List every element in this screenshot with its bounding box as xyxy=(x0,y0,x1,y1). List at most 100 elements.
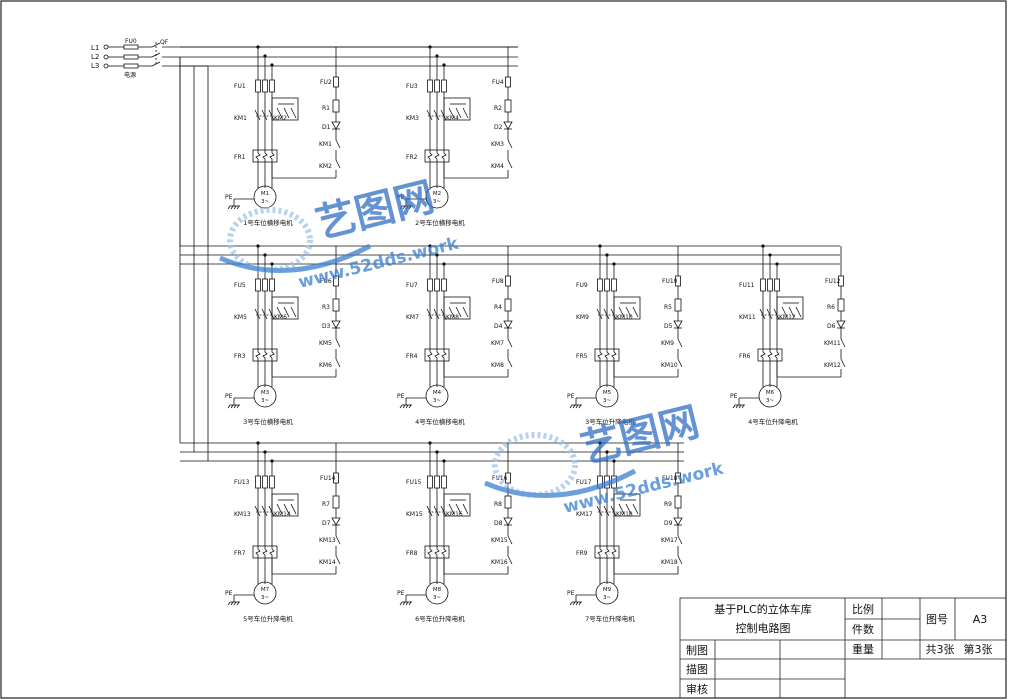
motor-label: M4 xyxy=(433,390,442,396)
diode-label: D1 xyxy=(322,124,331,131)
motor-caption: 7号车位升降电机 xyxy=(585,614,635,623)
contactor-a-label: KM1 xyxy=(234,115,247,122)
pe-label: PE xyxy=(397,590,405,597)
fuse-main-label: FU1 xyxy=(234,83,246,90)
ctrl-contact-b-label: KM2 xyxy=(319,163,332,170)
scale-label: 比例 xyxy=(852,602,874,616)
fuse-ctrl-label: FU10 xyxy=(662,278,678,285)
watermark: 艺图网 www.52dds.work 艺图网 www.52dds.work xyxy=(219,174,726,518)
motor-phase-label: 3~ xyxy=(433,398,441,404)
line-label-l1: L1 xyxy=(91,44,99,52)
ctrl-contact-a-label: KM11 xyxy=(824,340,841,347)
motor-phase-label: 3~ xyxy=(261,398,269,404)
motor-symbol xyxy=(595,384,619,408)
diode-label: D8 xyxy=(494,520,503,527)
fuse-main-label: FU5 xyxy=(234,282,246,289)
fuse-ctrl-label: FU6 xyxy=(320,278,332,285)
watermark-brand: 艺图网 xyxy=(311,174,439,248)
ctrl-contact-a-label: KM5 xyxy=(319,340,332,347)
fuse-ctrl-label: FU14 xyxy=(320,475,336,482)
pe-label: PE xyxy=(225,194,233,201)
motor-label: M2 xyxy=(433,191,441,197)
breaker-label: QF xyxy=(160,39,169,46)
thermal-relay-label: FR8 xyxy=(406,550,418,557)
supply-label: 电源 xyxy=(124,71,136,79)
supply-fuse-label: FU0 xyxy=(125,38,137,45)
diode-label: D7 xyxy=(322,520,331,527)
ctrl-contact-a-label: KM13 xyxy=(319,537,336,544)
fuse-main-label: FU17 xyxy=(576,479,592,486)
motor-caption: 5号车位升降电机 xyxy=(243,614,293,623)
contactor-b-label: KM14 xyxy=(274,511,291,518)
motor-phase-label: 3~ xyxy=(261,595,269,601)
thermal-relay-label: FR6 xyxy=(739,353,751,360)
contactor-b-label: KM6 xyxy=(274,314,287,321)
pe-label: PE xyxy=(397,194,405,201)
fuse-ctrl-label: FU4 xyxy=(492,79,504,86)
pieces-label: 件数 xyxy=(852,623,874,636)
ctrl-contact-a-label: KM3 xyxy=(491,141,504,148)
resistor-label: R3 xyxy=(322,304,330,311)
diode-label: D4 xyxy=(494,323,503,330)
motor-caption: 4号车位升降电机 xyxy=(748,417,798,426)
pe-label: PE xyxy=(225,393,233,400)
contactor-b-label: KM10 xyxy=(616,314,633,321)
title-line-2: 控制电路图 xyxy=(736,621,791,635)
ctrl-contact-a-label: KM9 xyxy=(661,340,674,347)
resistor-label: R9 xyxy=(664,501,672,508)
motor-phase-label: 3~ xyxy=(433,199,441,205)
watermark-globe-icon-2 xyxy=(492,432,578,498)
fuse-main-label: FU11 xyxy=(739,282,755,289)
contactor-a-label: KM15 xyxy=(406,511,423,518)
ctrl-contact-b-label: KM18 xyxy=(661,559,678,566)
ctrl-contact-a-label: KM17 xyxy=(661,537,678,544)
thermal-relay-label: FR1 xyxy=(234,154,246,161)
contactor-a-label: KM7 xyxy=(406,314,419,321)
fuse-main-label: FU9 xyxy=(576,282,588,289)
fuse-ctrl-label: FU2 xyxy=(320,79,332,86)
checked-by-label: 审核 xyxy=(686,682,708,696)
contactor-a-label: KM13 xyxy=(234,511,251,518)
thermal-relay-label: FR4 xyxy=(406,353,418,360)
motor-phase-label: 3~ xyxy=(603,398,611,404)
ctrl-contact-b-label: KM16 xyxy=(491,559,508,566)
traced-by-label: 描图 xyxy=(686,662,708,676)
contactor-b-label: KM18 xyxy=(616,511,633,518)
resistor-label: R7 xyxy=(322,501,330,508)
motor-symbol xyxy=(425,384,449,408)
contactor-a-label: KM11 xyxy=(739,314,756,321)
resistor-label: R5 xyxy=(664,304,672,311)
contactor-a-label: KM17 xyxy=(576,511,593,518)
sheets-total: 共3张 xyxy=(926,643,955,656)
line-label-l2: L2 xyxy=(91,53,99,61)
ctrl-contact-a-label: KM1 xyxy=(319,141,332,148)
resistor-label: R8 xyxy=(494,501,502,508)
motor-phase-label: 3~ xyxy=(433,595,441,601)
pe-label: PE xyxy=(730,393,738,400)
thermal-relay-label: FR9 xyxy=(576,550,588,557)
bus-bars xyxy=(179,46,840,462)
contactor-b-label: KM2 xyxy=(274,115,287,122)
ctrl-contact-b-label: KM8 xyxy=(491,362,504,369)
motor-caption: 3号车位升降电机 xyxy=(585,417,635,426)
sheet-current: 第3张 xyxy=(964,642,993,656)
motor-label: M6 xyxy=(766,390,775,396)
motor-symbol xyxy=(758,384,782,408)
contactor-a-label: KM9 xyxy=(576,314,589,321)
diode-label: D2 xyxy=(494,124,503,131)
drawing-no-value: A3 xyxy=(973,613,988,626)
ctrl-contact-b-label: KM14 xyxy=(319,559,336,566)
ctrl-contact-b-label: KM4 xyxy=(491,163,504,170)
fuse-ctrl-label: FU8 xyxy=(492,278,504,285)
motor-label: M1 xyxy=(261,191,269,197)
motor-label: M3 xyxy=(261,390,270,396)
